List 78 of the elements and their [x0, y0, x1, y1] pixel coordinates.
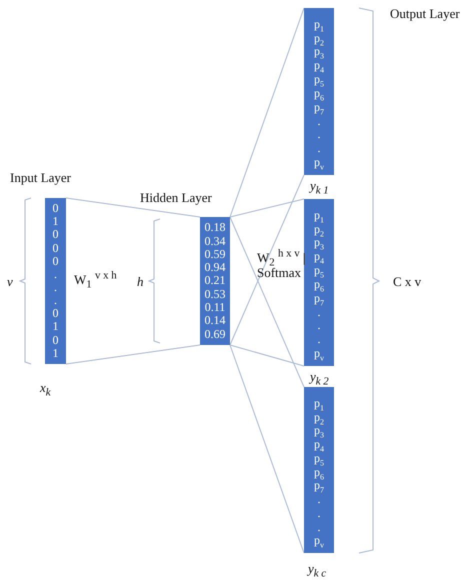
vector-value: p$_{v}$ — [314, 348, 324, 360]
layer-annotation: v — [7, 274, 13, 289]
vector-value: . — [318, 306, 320, 318]
vector-label: y$_{k 2}$ — [310, 369, 329, 385]
layer-annotation: Hidden Layer — [140, 190, 212, 205]
vector-value: p$_{3}$ — [314, 46, 324, 58]
vector-value: p$_{1}$ — [314, 18, 324, 30]
vector-value: 1 — [52, 216, 58, 228]
vector-column — [200, 217, 230, 345]
vector-value: 0 — [52, 334, 58, 346]
connector-line — [230, 174, 304, 346]
vector-value: . — [318, 334, 320, 346]
vector-label: y$_{k c}$ — [308, 561, 326, 577]
vector-value: . — [318, 129, 320, 140]
vector-value: 0.59 — [204, 248, 226, 260]
vector-value: p$_{4}$ — [314, 251, 324, 262]
vector-value: p$_{4}$ — [314, 439, 324, 450]
vector-value: . — [318, 494, 320, 505]
vector-value: p$_{5}$ — [314, 74, 324, 86]
vector-value: p$_{2}$ — [314, 224, 324, 235]
vector-value: p$_{7}$ — [314, 480, 324, 492]
vector-value: 0 — [52, 308, 58, 320]
vector-value: p$_{2}$ — [314, 412, 324, 422]
layer-annotation: h — [137, 274, 144, 289]
vector-value: . — [54, 282, 57, 293]
vector-value: p$_{1}$ — [314, 210, 324, 221]
connector-line — [230, 344, 304, 554]
vector-value: 0.14 — [204, 315, 226, 326]
vector-value: 0.21 — [204, 275, 226, 286]
vector-value: 0 — [52, 242, 58, 254]
vector-value: 0.69 — [204, 328, 226, 340]
connector-line — [230, 216, 304, 388]
vector-value: p$_{6}$ — [314, 88, 324, 99]
vector-value: p$_{v}$ — [314, 535, 324, 546]
vector-value: . — [318, 522, 320, 532]
vector-label: y$_{k 1}$ — [310, 178, 329, 194]
vector-column — [304, 199, 334, 366]
vector-value: p$_{3}$ — [314, 237, 324, 248]
layer-annotation: Output Layer — [390, 6, 460, 21]
vector-value: 0.11 — [204, 302, 226, 314]
vector-value: 0 — [52, 203, 58, 214]
connector-line — [66, 344, 200, 364]
vector-value: p$_{4}$ — [314, 60, 324, 72]
vector-value: . — [318, 508, 320, 519]
vector-value: p$_{3}$ — [314, 425, 324, 436]
vector-value: p$_{5}$ — [314, 452, 324, 464]
vector-value: p$_{6}$ — [314, 466, 324, 478]
layer-annotation: C x v — [393, 274, 422, 289]
vector-value: . — [318, 143, 320, 154]
vector-value: p$_{7}$ — [314, 292, 324, 304]
vector-value: 0.34 — [204, 236, 226, 247]
vector-value: 1 — [52, 321, 58, 332]
vector-value: 0.94 — [204, 262, 226, 274]
vector-value: p$_{v}$ — [314, 157, 324, 168]
vector-column — [304, 8, 334, 175]
vector-label: x$_{k}$ — [40, 380, 51, 396]
vector-value: p$_{5}$ — [314, 265, 324, 276]
vector-value: 0.53 — [204, 288, 226, 300]
vector-value: p$_{6}$ — [314, 278, 324, 290]
connector-line — [230, 8, 304, 218]
layer-annotation: Input Layer — [10, 170, 72, 185]
vector-value: 1 — [52, 348, 58, 359]
connector-line — [230, 344, 304, 366]
vector-value: . — [54, 268, 57, 280]
vector-value: . — [318, 320, 320, 332]
vector-value: 0 — [52, 256, 58, 267]
vector-value: . — [318, 116, 320, 127]
vector-value: p$_{7}$ — [314, 102, 324, 113]
vector-column — [304, 387, 334, 553]
vector-value: . — [54, 295, 57, 306]
vector-value: p$_{2}$ — [314, 32, 324, 44]
vector-value: p$_{1}$ — [314, 398, 324, 409]
connector-line — [66, 198, 200, 218]
vector-value: 0.18 — [204, 222, 226, 234]
vector-value: 0 — [52, 229, 58, 240]
vector-column — [45, 198, 66, 364]
layer-annotation: W$_{2}$ $^{h x v}$ | Softmax — [257, 250, 306, 280]
connector-line — [230, 198, 304, 218]
